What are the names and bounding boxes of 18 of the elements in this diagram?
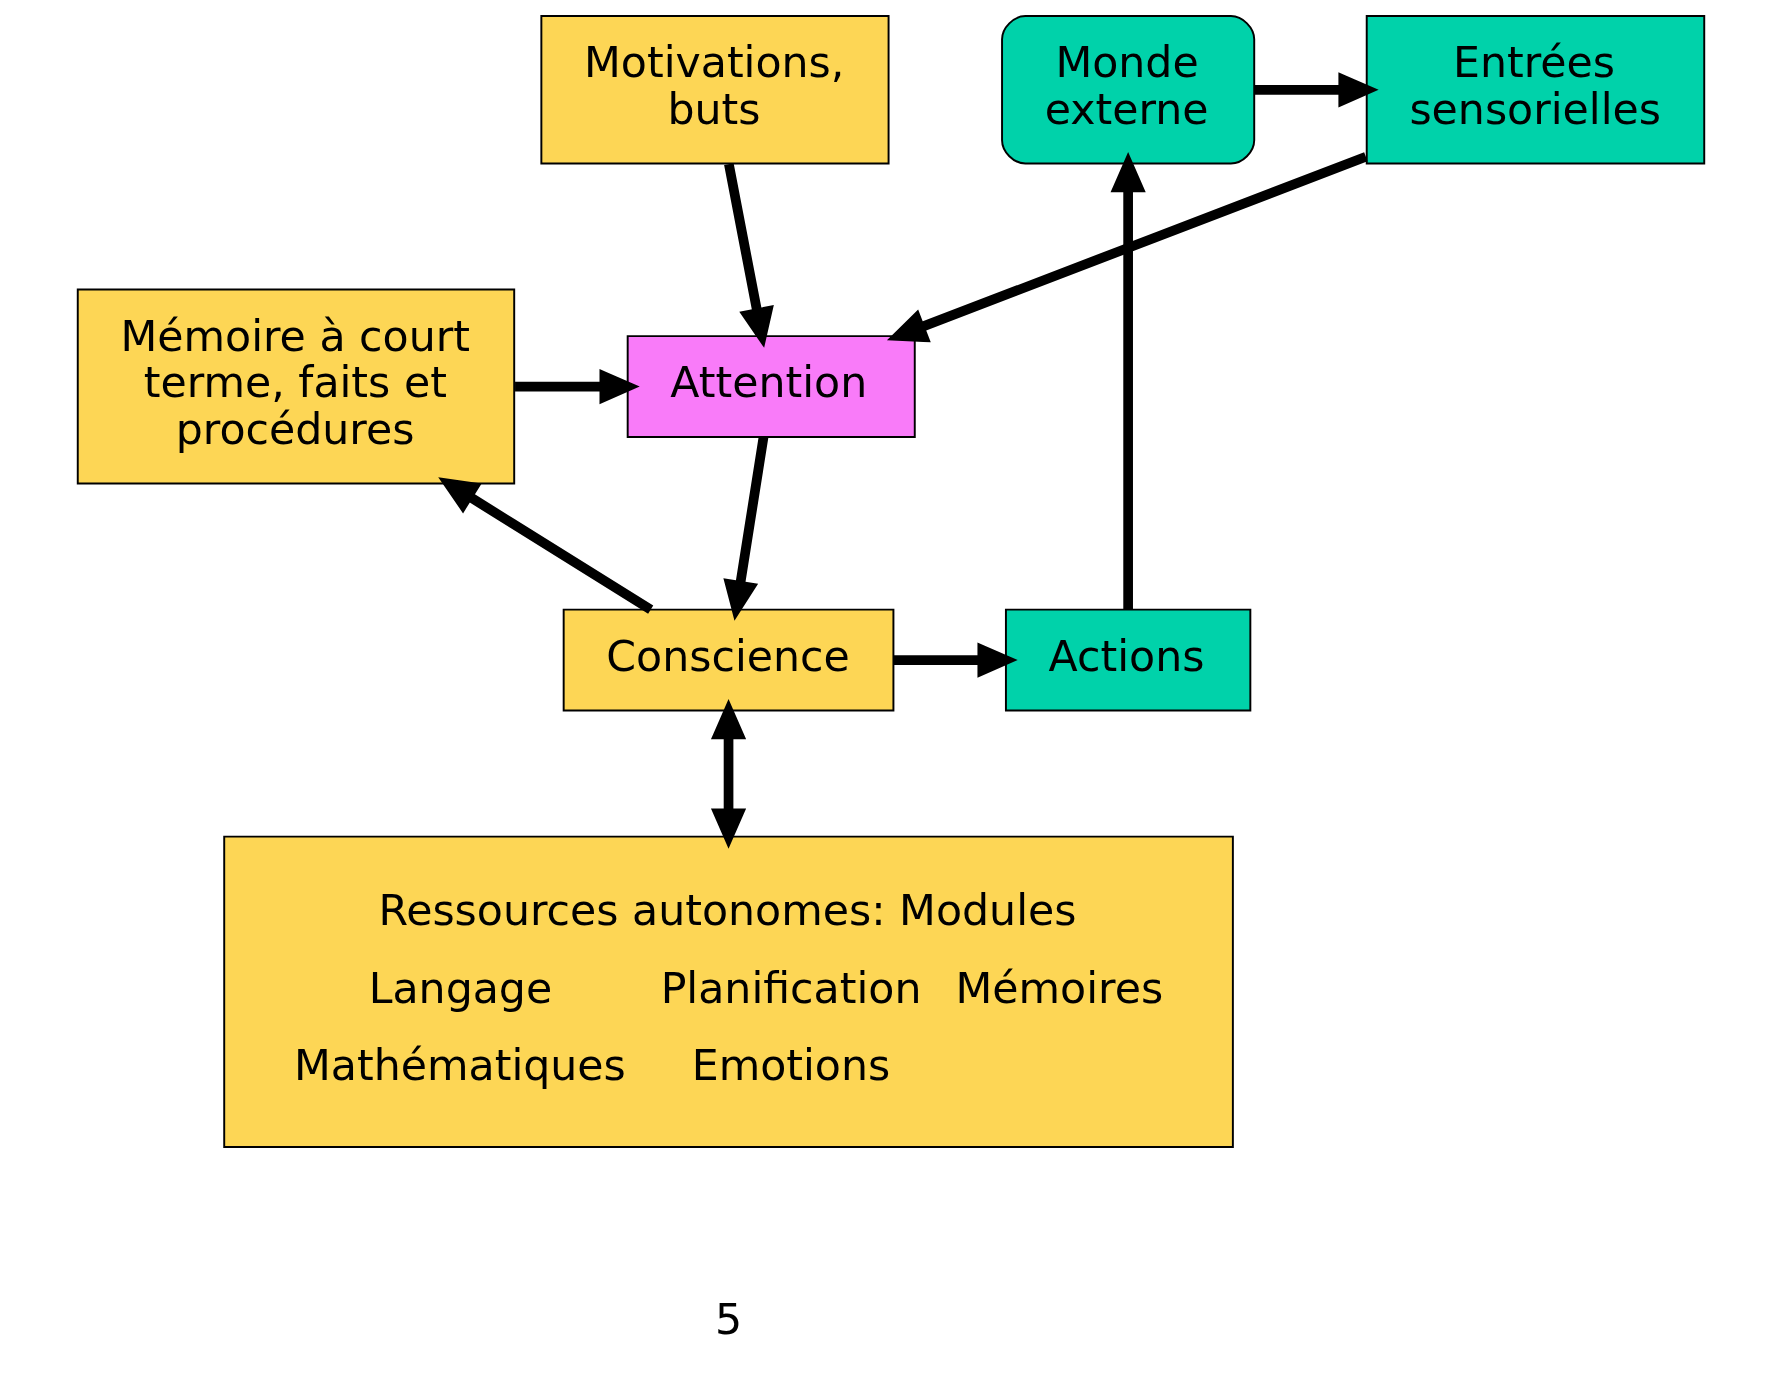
arrow [886,152,1368,343]
arrow [723,163,774,348]
arrow [1110,151,1146,610]
node-box: Attention [626,335,916,438]
node-box: Ressources autonomes: Modules Langage Planification Mémoires Mathématiques Emotions [222,835,1234,1148]
node-box: Actions [1004,608,1251,712]
node-box: Monde externe [1000,15,1255,165]
node-box: Motivations, buts [539,15,890,165]
node-box: Mémoire à court terme, faits et procédures [76,288,515,485]
label: 5 [714,1294,742,1345]
arrow [437,477,653,614]
arrow [722,436,768,621]
arrow [1254,72,1379,108]
arrow [710,699,746,849]
node-box: Entrées sensorielles [1365,15,1705,165]
arrow [893,642,1018,678]
node-box: Conscience [562,608,894,712]
arrow [514,369,640,405]
